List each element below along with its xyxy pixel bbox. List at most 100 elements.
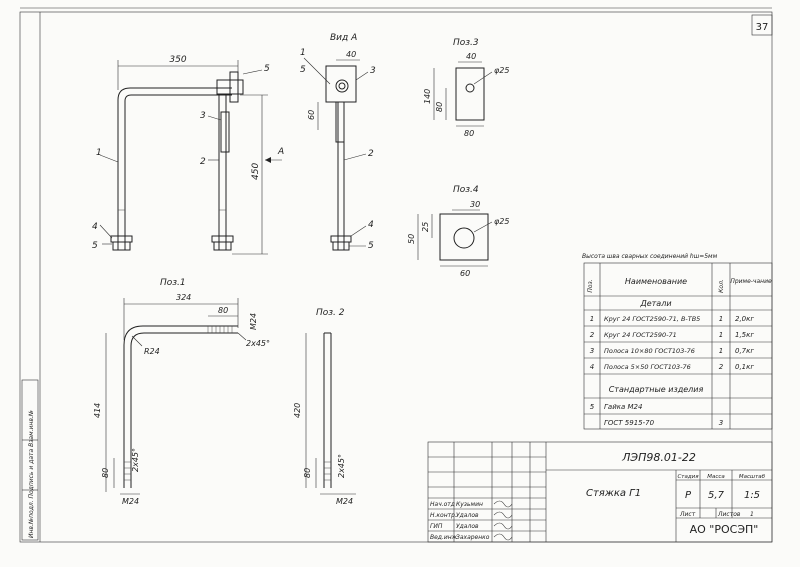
poz4-view: Поз.4 30 φ25 50 25 60: [407, 185, 509, 278]
side-stamp-text: Инв.№подл. Подпись и дата Взам.инв.№: [28, 410, 35, 538]
spec-row-4-note: 0,1кг: [735, 363, 754, 371]
poz1-dim-bottom-thread: 80: [101, 468, 110, 478]
callout-3: 3: [200, 111, 206, 121]
poz4-hole: φ25: [494, 217, 509, 226]
plate-pos3-side: [220, 111, 230, 153]
spec-row-1-qty: 1: [719, 315, 723, 323]
spec-row-3-pos: 3: [590, 347, 594, 355]
spec-row-3-qty: 1: [719, 347, 723, 355]
drawing-name: Стяжка Г1: [586, 488, 641, 499]
mass-value: 5,7: [708, 490, 725, 501]
poz4-title: Поз.4: [453, 185, 479, 195]
signature-4: [493, 533, 513, 541]
view-a-plate: [325, 65, 357, 103]
spec-row-2-note: 1,5кг: [735, 331, 754, 339]
poz2-view: Поз. 2 420 80 2х45° М24: [293, 308, 356, 506]
spec-std-1-pos: 5: [590, 403, 595, 411]
rod-1-outer: [117, 87, 232, 250]
poz2-thread: М24: [336, 497, 353, 506]
poz1-rod-inner: [130, 332, 238, 488]
poz1-rod-outer: [123, 325, 238, 488]
poz2-title: Поз. 2: [316, 308, 345, 318]
spec-row-2-qty: 1: [719, 331, 723, 339]
poz1-thread-bottom: М24: [122, 497, 139, 506]
signer-3-name: Удалов: [456, 523, 479, 530]
spec-row-1-name: Круг 24 ГОСТ2590-71, В-ТВ5: [604, 315, 700, 323]
signature-1: [493, 500, 513, 508]
col-stage: Стадия: [677, 474, 699, 480]
poz1-chamfer: 2х45°: [246, 339, 270, 348]
side-stamp-box: [21, 379, 39, 541]
poz1-dim-width: 324: [176, 293, 191, 302]
callout-5-top: 5: [264, 64, 270, 74]
page-number-box: [751, 14, 773, 36]
signature-3: [493, 522, 513, 530]
callout-1: 1: [96, 148, 102, 158]
poz1-title: Поз.1: [160, 278, 186, 288]
spec-row-4-name: Полоса 5×50 ГОСТ103-76: [604, 363, 691, 371]
signer-2-role: Н.контр.: [430, 512, 457, 519]
spec-row-3-note: 0,7кг: [735, 347, 754, 355]
poz1-thread-label: М24: [249, 313, 258, 330]
view-a-dim-side: 60: [307, 110, 316, 120]
col-mass: Масса: [707, 474, 725, 480]
nut-top: [229, 71, 239, 103]
rod-1-inner: [124, 94, 232, 250]
spec-row-4-pos: 4: [590, 363, 594, 371]
signature-2: [493, 511, 513, 519]
signer-1-name: Кузьмин: [456, 501, 483, 508]
view-a-callout-4: 4: [368, 220, 374, 230]
scale-value: 1:5: [744, 490, 760, 501]
company-name: АО "РОСЭП": [690, 523, 759, 536]
spec-row-3-name: Полоса 10×80 ГОСТ103-76: [604, 347, 695, 355]
view-a-callout-5b: 5: [368, 241, 374, 251]
sheet-label: Лист: [679, 511, 696, 518]
callout-2: 2: [200, 157, 206, 167]
main-view: 350 450 А 1 2 3 4: [92, 55, 284, 255]
poz3-hole: φ25: [494, 66, 509, 75]
page-number: 37: [756, 22, 769, 33]
poz2-dim-height: 420: [293, 403, 302, 418]
poz3-dim-inner: 80: [435, 102, 444, 112]
poz2-chamfer: 2х45°: [337, 454, 346, 478]
view-a-callout-5: 5: [300, 65, 306, 75]
spec-std-2-name: ГОСТ 5915-70: [604, 419, 655, 427]
view-a-title: Вид А: [330, 33, 357, 43]
stage-value: Р: [685, 490, 692, 501]
signer-4-name: Захаренко: [456, 534, 490, 541]
poz1-view: Поз.1 324 80 М24 2х45° R24 414 80 2х45° …: [93, 278, 270, 506]
spec-header-note: Приме-чание: [730, 278, 772, 285]
view-a: Вид А 40 60 1 5 3 2 4 5: [300, 33, 376, 251]
poz1-dim-thread: 80: [218, 306, 228, 315]
main-dim-height: 450: [251, 163, 261, 180]
spec-row-2-pos: 2: [590, 331, 595, 339]
poz1-dim-height: 414: [93, 403, 102, 418]
spec-header-qty: Кол.: [718, 279, 725, 293]
spec-row-4-qty: 2: [719, 363, 724, 371]
signer-4-role: Вед.инж: [430, 534, 458, 541]
poz3-view: Поз.3 40 φ25 140 80 80: [423, 38, 509, 138]
sheets-label: Листов: [717, 511, 741, 518]
direction-mark: А: [277, 147, 284, 157]
poz4-dim-top: 30: [470, 200, 480, 209]
view-a-callout-2: 2: [368, 149, 374, 159]
poz1-chamfer-bottom: 2х45°: [131, 448, 140, 472]
view-a-callout-3: 3: [370, 66, 376, 76]
spec-section-details: Детали: [639, 299, 671, 308]
poz3-dim-outer: 140: [423, 89, 432, 104]
spec-section-standard: Стандартные изделия: [609, 385, 704, 394]
poz3-title: Поз.3: [453, 38, 479, 48]
spec-table: Поз. Наименование Кол. Приме-чание Детал…: [583, 262, 773, 430]
signer-3-role: ГИП: [430, 523, 443, 530]
main-dim-width: 350: [169, 55, 186, 65]
signer-1-role: Нач.отд: [430, 501, 455, 508]
spec-std-1-name: Гайка М24: [604, 403, 642, 411]
view-a-callout-1: 1: [300, 48, 306, 58]
spec-header-name: Наименование: [625, 277, 687, 286]
poz3-dim-top: 40: [466, 52, 476, 61]
title-block: ЛЭП98.01-22 Стяжка Г1 Стадия Масса Масшт…: [427, 441, 773, 543]
callout-5-bottom: 5: [92, 241, 98, 251]
spec-header-pos: Поз.: [587, 279, 594, 292]
poz1-radius: R24: [144, 347, 160, 356]
